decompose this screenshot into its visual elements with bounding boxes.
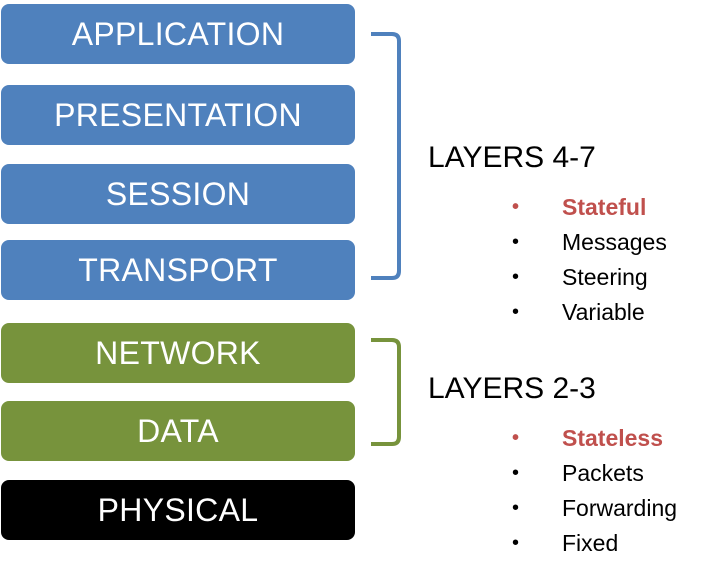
- layer-label: APPLICATION: [71, 15, 285, 52]
- layer-network: NETWORK: [1, 323, 355, 383]
- layer-presentation: PRESENTATION: [1, 85, 355, 145]
- layer-session: SESSION: [1, 164, 355, 224]
- layer-data: DATA: [1, 401, 355, 461]
- layer-label: PRESENTATION: [54, 96, 302, 133]
- bullet-icon: •: [512, 231, 520, 253]
- layer-label: DATA: [137, 412, 219, 449]
- bullet-icon: •: [512, 462, 520, 484]
- bracket-layers-4-7: [371, 32, 401, 280]
- layer-label: NETWORK: [95, 334, 261, 371]
- layer-application: APPLICATION: [1, 4, 355, 64]
- layer-label: TRANSPORT: [78, 251, 278, 288]
- layer-physical: PHYSICAL: [1, 480, 355, 540]
- bullet-icon: •: [512, 196, 520, 218]
- group-heading-layers-2-3: LAYERS 2-3: [428, 372, 596, 405]
- layer-label: SESSION: [105, 175, 251, 212]
- layer-transport: TRANSPORT: [1, 240, 355, 300]
- bullet-icon: •: [512, 301, 520, 323]
- brackets: [371, 32, 401, 446]
- bullet-icon: •: [512, 532, 520, 554]
- bullet-icon: •: [512, 427, 520, 449]
- bracket-layers-2-3: [371, 338, 401, 446]
- bullet-icon: •: [512, 497, 520, 519]
- bullet-icon: •: [512, 266, 520, 288]
- group-heading-layers-4-7: LAYERS 4-7: [428, 141, 596, 174]
- layer-label: PHYSICAL: [97, 491, 259, 528]
